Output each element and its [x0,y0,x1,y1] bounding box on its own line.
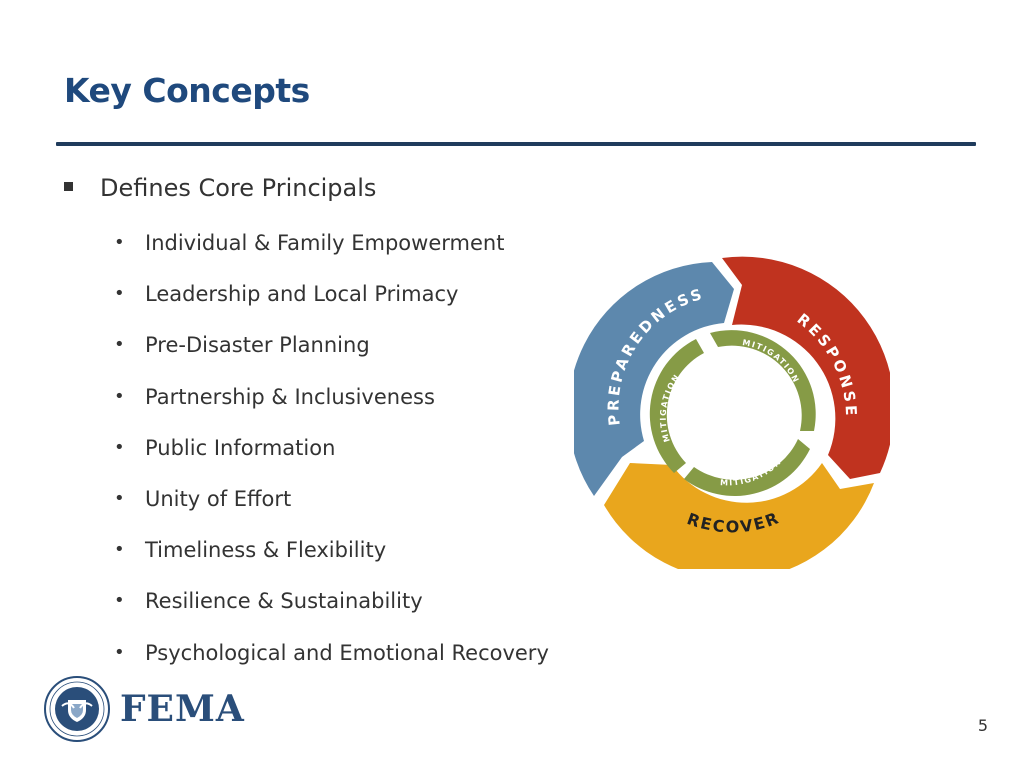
emergency-management-cycle-diagram: PREPAREDNESS RESPONSE RECOVERY MITIGATIO… [574,253,890,569]
bullet-dot-icon: • [114,385,125,407]
recovery-segment [604,463,874,569]
mitigation-ring-left [649,339,704,473]
main-bullet: Defines Core Principals [64,174,376,202]
bullet-dot-icon: • [114,539,125,561]
square-bullet-icon [64,181,73,191]
list-item: •Timeliness & Flexibility [114,535,549,586]
mitigation-ring-top-right [710,330,816,431]
principles-list: •Individual & Family Empowerment •Leader… [114,228,549,689]
list-item: •Public Information [114,433,549,484]
list-item: •Pre-Disaster Planning [114,330,549,381]
main-bullet-text: Defines Core Principals [100,174,377,202]
title-divider [56,142,976,146]
bullet-dot-icon: • [114,590,125,612]
bullet-dot-icon: • [114,487,125,509]
list-item: •Psychological and Emotional Recovery [114,638,549,689]
list-item: •Leadership and Local Primacy [114,279,549,330]
bullet-dot-icon: • [114,641,125,663]
bullet-dot-icon: • [114,334,125,356]
mitigation-ring-bottom [684,439,810,496]
response-segment [722,256,890,479]
list-item: •Unity of Effort [114,484,549,535]
list-item: •Resilience & Sustainability [114,586,549,637]
list-item: •Individual & Family Empowerment [114,228,549,279]
preparedness-segment [574,262,734,496]
fema-wordmark: FEMA [120,688,245,730]
fema-logo: FEMA [44,676,245,742]
list-item: •Partnership & Inclusiveness [114,382,549,433]
bullet-dot-icon: • [114,232,125,253]
bullet-dot-icon: • [114,436,125,458]
dhs-seal-icon [44,676,110,742]
page-number: 5 [977,716,988,735]
bullet-dot-icon: • [114,283,125,305]
slide-title: Key Concepts [64,71,310,110]
